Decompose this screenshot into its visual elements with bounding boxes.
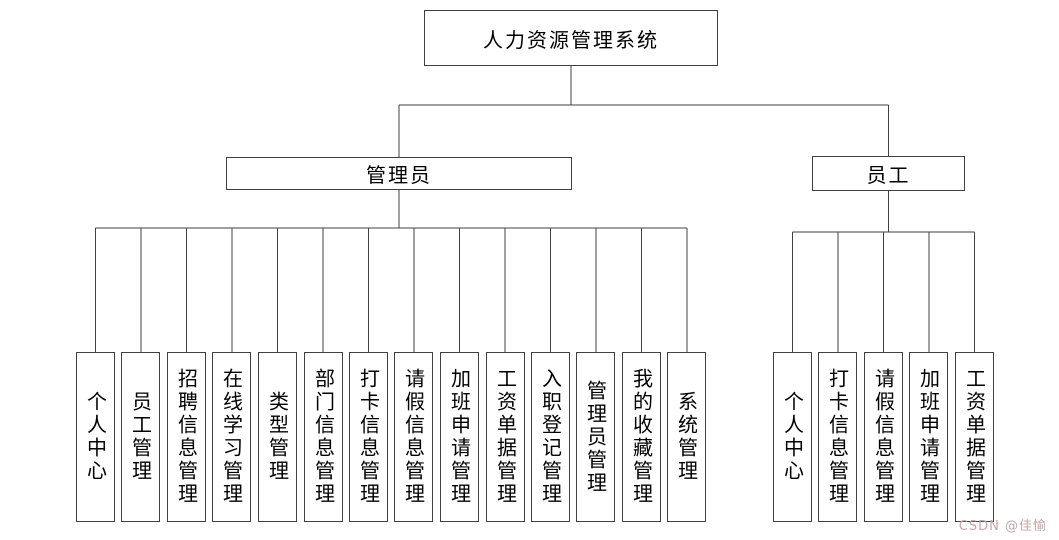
tree-leaf: 请假信息管理 [394, 352, 433, 522]
tree-leaf: 类型管理 [258, 352, 297, 522]
tree-leaf: 个人中心 [76, 352, 115, 522]
tree-leaf: 部门信息管理 [304, 352, 343, 522]
tree-leaf: 个人中心 [773, 352, 812, 522]
tree-leaf: 在线学习管理 [212, 352, 251, 522]
tree-leaf: 员工管理 [121, 352, 160, 522]
tree-leaf: 加班申请管理 [440, 352, 479, 522]
tree-leaf: 工资单据管理 [486, 352, 525, 522]
tree-leaf: 打卡信息管理 [818, 352, 857, 522]
tree-leaf: 入职登记管理 [531, 352, 570, 522]
tree-leaf: 打卡信息管理 [349, 352, 388, 522]
tree-leaf: 工资单据管理 [955, 352, 994, 522]
node-branch-admin: 管理员 [226, 157, 572, 190]
tree-leaf: 请假信息管理 [864, 352, 903, 522]
tree-leaf: 加班申请管理 [909, 352, 948, 522]
tree-leaf: 招聘信息管理 [167, 352, 206, 522]
tree-leaf: 系统管理 [667, 352, 706, 522]
tree-leaf: 管理员管理 [576, 352, 615, 522]
node-branch-staff: 员工 [812, 156, 965, 191]
tree-leaf: 我的收藏管理 [622, 352, 661, 522]
node-root: 人力资源管理系统 [424, 10, 718, 66]
csdn-watermark: CSDN @佳愉 [958, 519, 1047, 534]
